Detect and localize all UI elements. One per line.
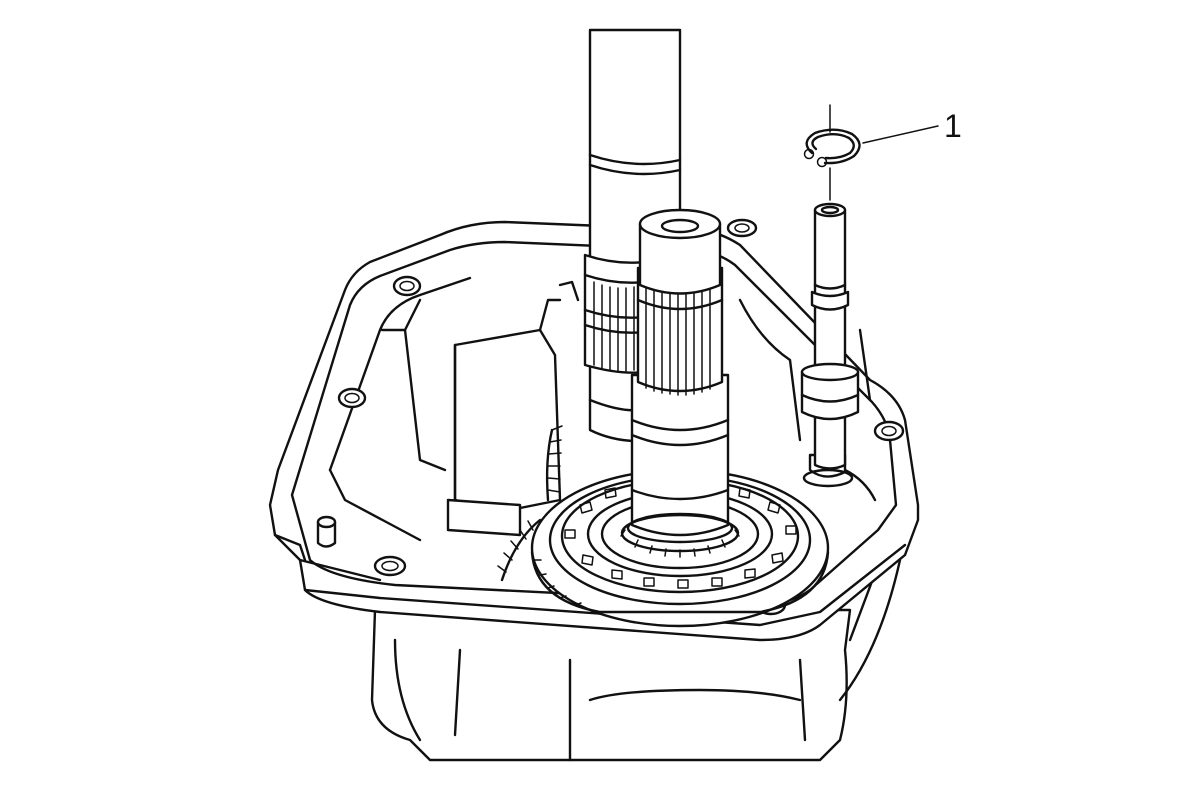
callout-label: 1 [944, 108, 962, 144]
housing-lower-body [370, 538, 902, 762]
shift-rail [800, 104, 860, 488]
output-shaft [620, 208, 740, 558]
bolt-hole [726, 218, 758, 238]
retaining-ring [803, 128, 861, 168]
main-shaft-splines [583, 253, 647, 374]
bolt-hole [373, 555, 407, 577]
housing-interior [328, 276, 877, 542]
bolt-hole [392, 275, 422, 297]
dowel-pin [316, 515, 337, 548]
callout-leader-line [862, 125, 939, 144]
bolt-hole [873, 420, 905, 442]
gear-teeth [497, 425, 563, 582]
callout-1: 1 [862, 108, 962, 144]
bolt-hole [337, 387, 367, 409]
